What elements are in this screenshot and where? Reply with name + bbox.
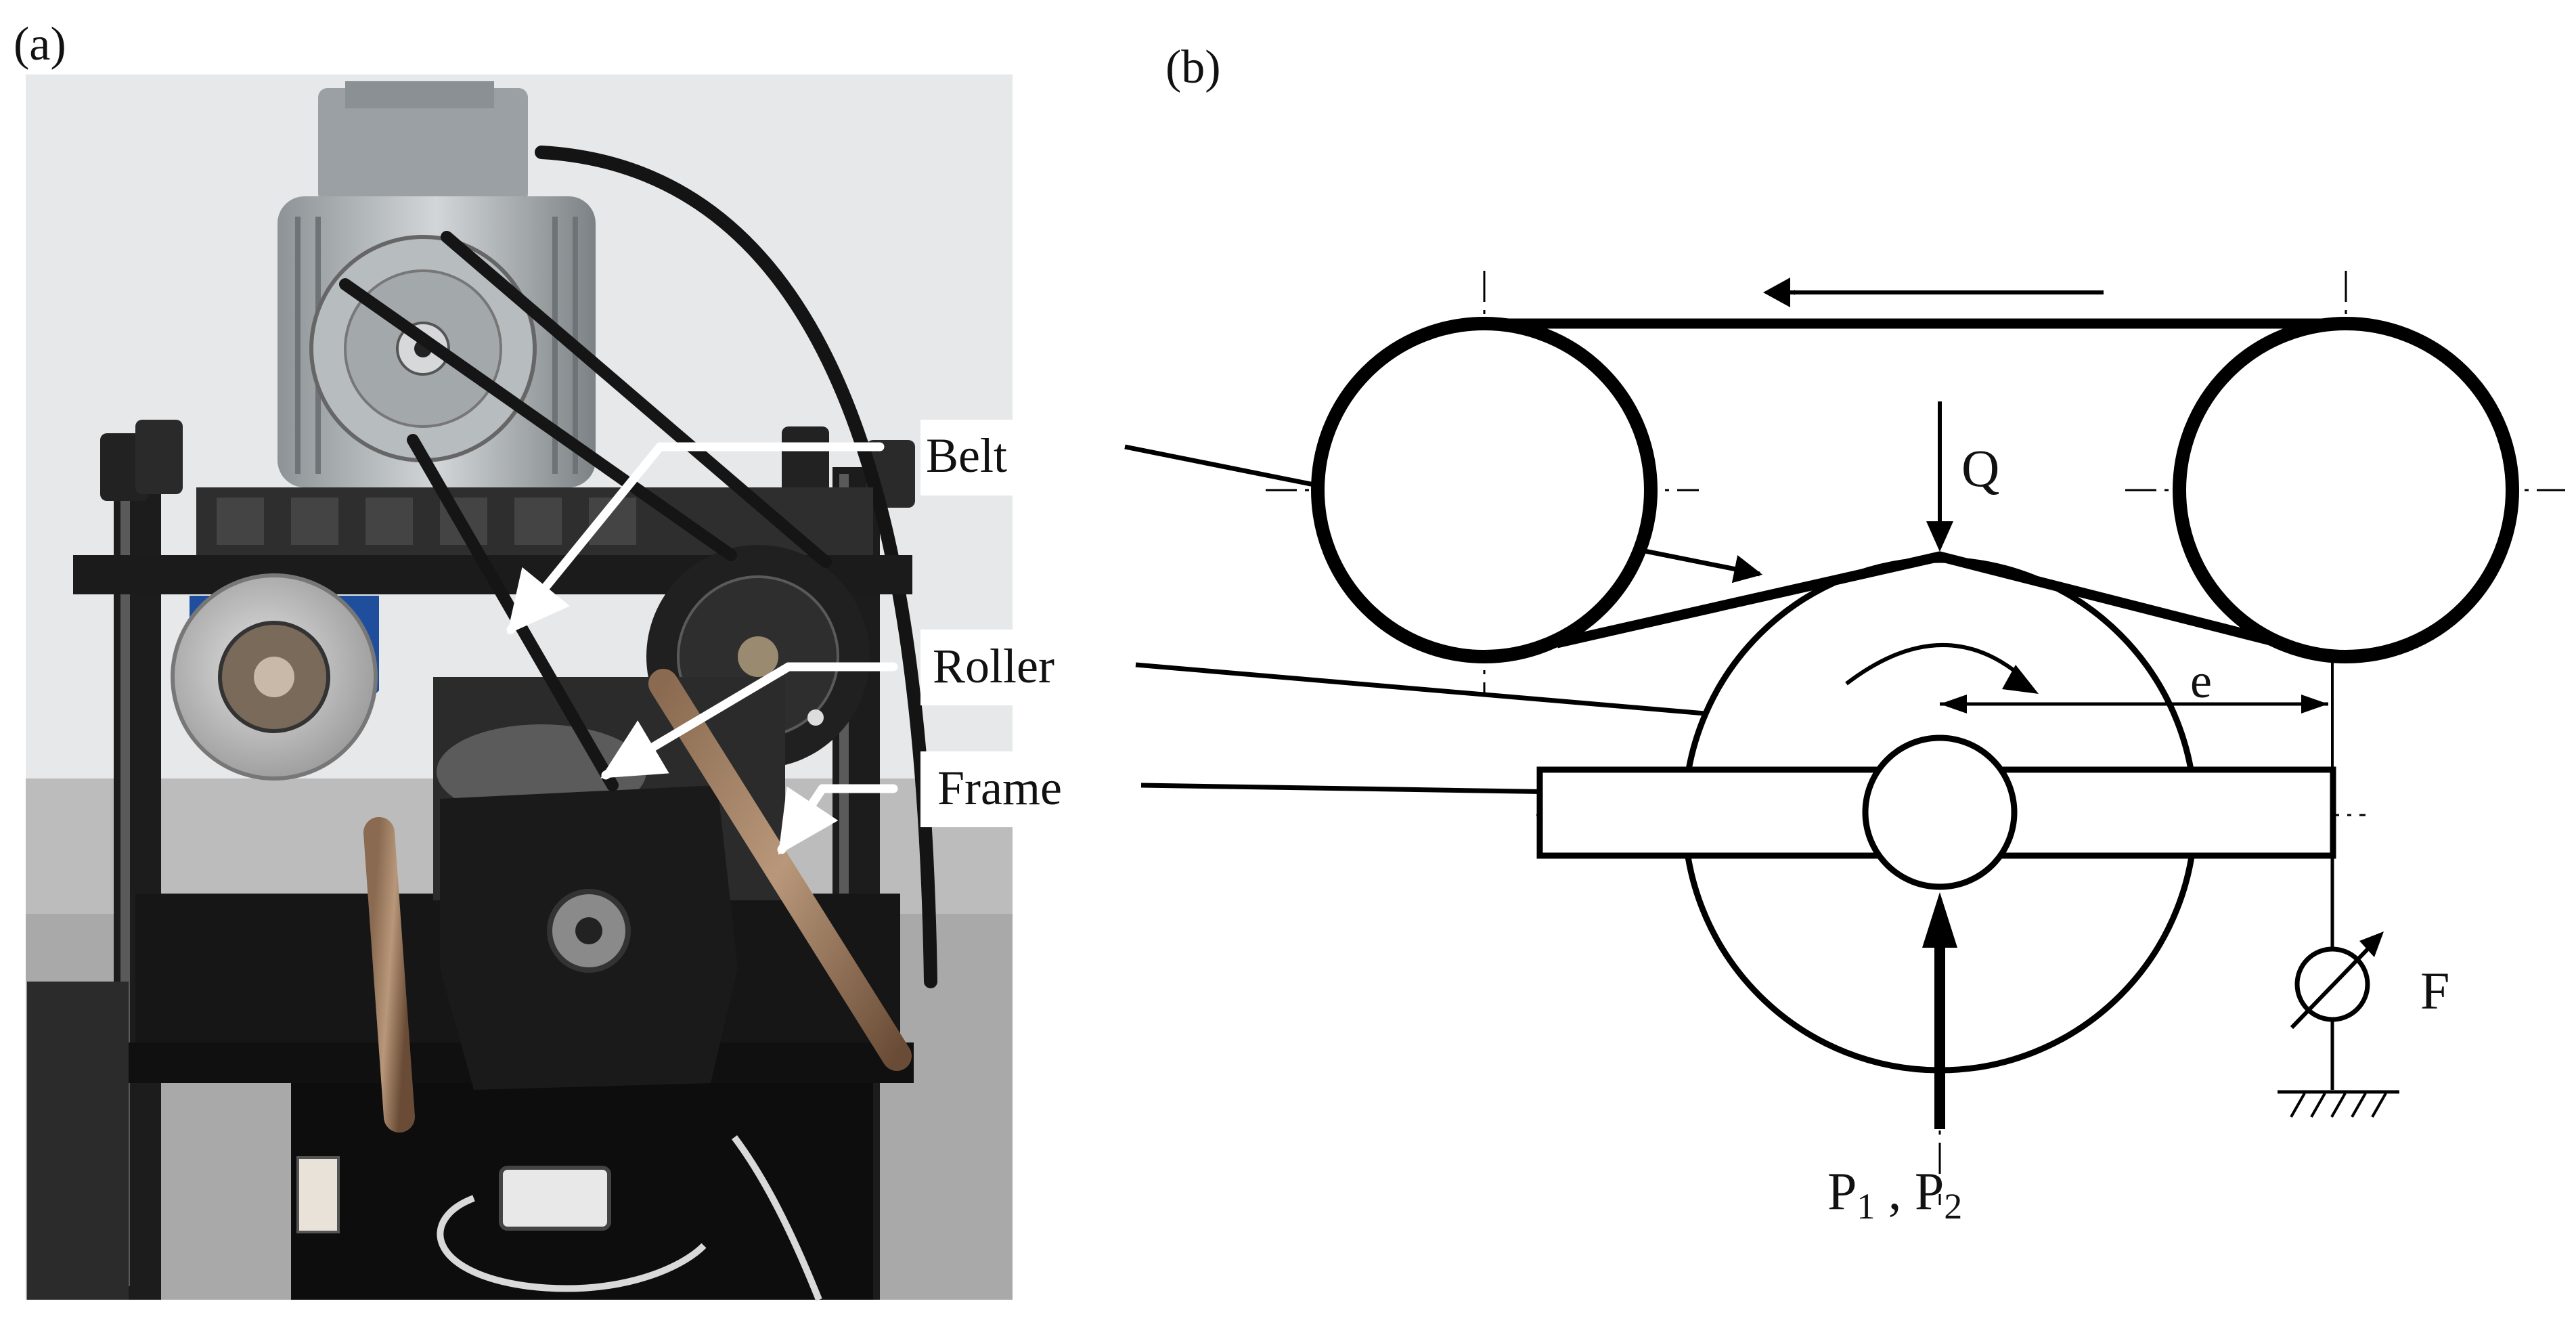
belt-pointer — [506, 442, 665, 635]
bolt — [135, 420, 183, 494]
right-pulley — [2173, 317, 2519, 663]
roller-callout-box — [920, 630, 1090, 705]
specimen-rod — [648, 669, 912, 1071]
frame-label: Frame — [937, 761, 1062, 815]
e-label: e — [2190, 654, 2212, 708]
frame-pointer — [777, 784, 839, 855]
roller-leader-arrow — [1135, 662, 1772, 731]
frame-callout-box — [920, 751, 1096, 827]
belt-label: Belt — [926, 429, 1007, 483]
q-label: Q — [1961, 439, 1999, 498]
belt-callout-box — [920, 420, 1034, 496]
roller-pin — [1862, 734, 2018, 890]
panel-label-a: (a) — [14, 18, 66, 70]
schematic — [1266, 271, 2565, 1205]
roller-pointer — [600, 662, 793, 780]
sensor-cable — [731, 1135, 822, 1301]
p1-symbol: P — [1827, 1162, 1857, 1221]
p2-subscript: 2 — [1944, 1186, 1962, 1227]
roller-label: Roller — [933, 639, 1054, 693]
rotation-arrow — [1845, 643, 2025, 686]
left-pulley — [1311, 317, 1658, 663]
panel-label-b: (b) — [1165, 41, 1221, 93]
p-separator: , — [1875, 1162, 1915, 1221]
belt-path — [1484, 318, 2346, 649]
test-rig-photo — [26, 74, 1013, 1301]
sensor-cable — [437, 1195, 707, 1292]
f-label: F — [2420, 961, 2449, 1020]
p2-symbol: P — [1915, 1162, 1944, 1221]
specimen-rod — [363, 817, 415, 1133]
force-sensor — [499, 1166, 611, 1231]
p-label: P1 , P2 — [1827, 1162, 1962, 1227]
p1-subscript: 1 — [1857, 1186, 1875, 1227]
